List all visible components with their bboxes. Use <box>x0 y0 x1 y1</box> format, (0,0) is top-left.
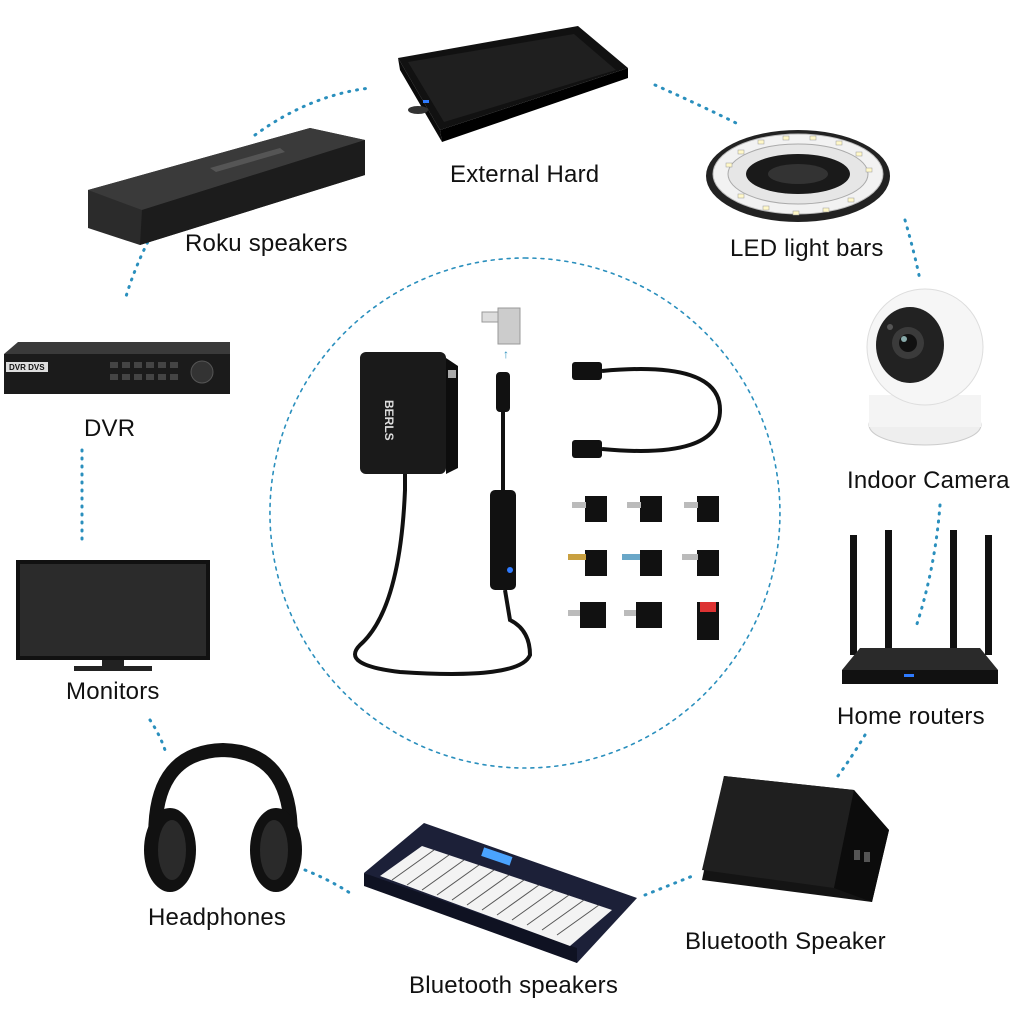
label-led-light-bars: LED light bars <box>730 235 884 262</box>
dvr-image: DVR DVS <box>4 342 230 394</box>
label-bluetooth-speakers: Bluetooth speakers <box>409 972 619 999</box>
external-hard-drive-image <box>398 26 628 142</box>
connector-keyboard-speaker <box>643 873 697 897</box>
label-headphones: Headphones <box>148 904 287 931</box>
roku-speakers-image <box>88 128 365 245</box>
router-image <box>842 530 998 684</box>
label-bluetooth-speaker: Bluetooth Speaker <box>685 928 886 955</box>
connector-roku-harddrive <box>253 86 372 137</box>
label-monitors: Monitors <box>66 678 160 705</box>
power-adapter-kit-image: BERLS ↑ <box>353 307 723 676</box>
connector-headphones-keyboard <box>303 868 352 895</box>
connector-led-camera <box>903 218 922 282</box>
label-indoor-camera: Indoor Camera <box>847 467 1010 494</box>
bluetooth-speaker-image <box>702 776 889 902</box>
monitor-image <box>16 560 210 671</box>
svg-text:↑: ↑ <box>503 347 509 361</box>
indoor-camera-image <box>866 288 984 446</box>
connector-monitors-headphones <box>148 718 167 752</box>
center-circle <box>269 257 781 769</box>
label-external-hard: External Hard <box>450 161 600 188</box>
label-dvr: DVR <box>84 415 136 442</box>
connector-routers-speaker <box>833 733 867 782</box>
label-roku-speakers: Roku speakers <box>185 230 348 257</box>
svg-text:BERLS: BERLS <box>382 400 396 441</box>
connector-harddrive-led <box>653 83 742 127</box>
keyboard-image <box>364 823 637 963</box>
led-light-bars-image <box>706 130 890 222</box>
connector-camera-routers <box>913 503 942 632</box>
label-home-routers: Home routers <box>837 703 985 730</box>
headphones-image <box>144 742 302 892</box>
svg-text:DVR DVS: DVR DVS <box>9 363 45 372</box>
